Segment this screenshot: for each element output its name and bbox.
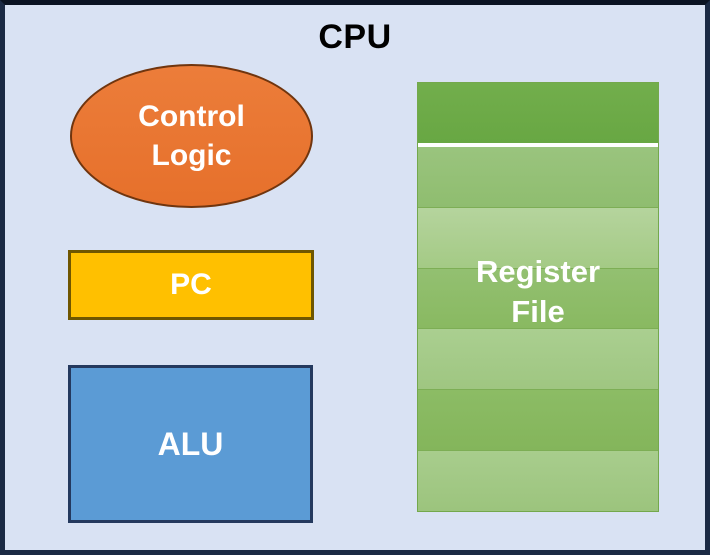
pc-node: PC: [68, 250, 314, 320]
register-row: [418, 450, 658, 511]
register-row: [418, 328, 658, 390]
pc-label: PC: [170, 268, 212, 301]
control-logic-node: Control Logic: [70, 64, 313, 208]
alu-node: ALU: [68, 365, 313, 523]
control-logic-label: Control Logic: [138, 100, 245, 172]
register-row-header: [418, 83, 658, 143]
register-header-separator: [418, 143, 658, 147]
register-file-node: Register File: [417, 82, 659, 512]
register-row: [418, 267, 658, 329]
alu-label: ALU: [157, 425, 224, 462]
register-file-label: Register File: [475, 254, 601, 329]
diagram-title: CPU: [318, 18, 392, 56]
register-row: [418, 389, 658, 451]
register-row: [418, 206, 658, 268]
register-file-label-wrap: Register File: [418, 83, 658, 511]
register-row: [418, 147, 658, 207]
